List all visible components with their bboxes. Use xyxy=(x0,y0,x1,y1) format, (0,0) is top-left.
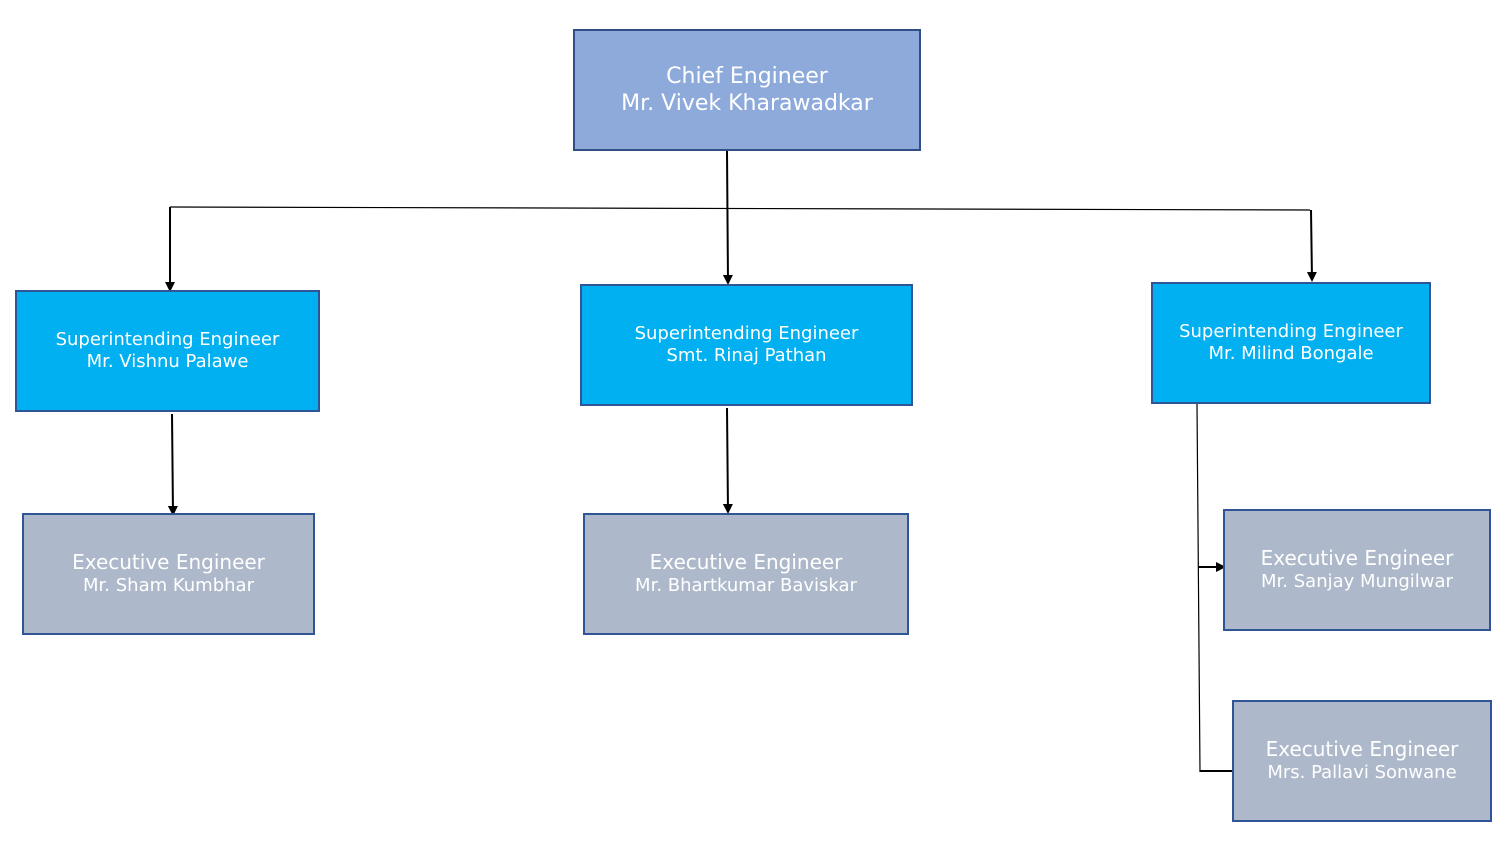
se1-name: Mr. Vishnu Palawe xyxy=(86,351,249,372)
executive-engineer-box-1: Executive Engineer Mr. Sham Kumbhar xyxy=(22,513,315,635)
ee1-role: Executive Engineer xyxy=(72,550,265,575)
connector-chief-to-se2 xyxy=(722,150,733,285)
executive-engineer-box-4: Executive Engineer Mrs. Pallavi Sonwane xyxy=(1232,700,1492,822)
se3-name: Mr. Milind Bongale xyxy=(1208,343,1374,364)
chief-name: Mr. Vivek Kharawadkar xyxy=(621,91,873,116)
executive-engineer-box-3: Executive Engineer Mr. Sanjay Mungilwar xyxy=(1223,509,1491,631)
chief-engineer-box: Chief Engineer Mr. Vivek Kharawadkar xyxy=(573,29,921,151)
ee3-name: Mr. Sanjay Mungilwar xyxy=(1261,571,1453,593)
connector-se3-trunk xyxy=(1196,403,1201,773)
superintending-engineer-box-1: Superintending Engineer Mr. Vishnu Palaw… xyxy=(15,290,320,412)
connector-se2-to-ee2 xyxy=(722,407,733,514)
se1-role: Superintending Engineer xyxy=(55,328,280,350)
ee2-role: Executive Engineer xyxy=(649,550,843,575)
ee4-name: Mrs. Pallavi Sonwane xyxy=(1267,762,1457,784)
superintending-engineer-box-2: Superintending Engineer Smt. Rinaj Patha… xyxy=(580,284,913,406)
se2-role: Superintending Engineer xyxy=(634,322,859,344)
se2-name: Smt. Rinaj Pathan xyxy=(666,345,827,366)
ee3-role: Executive Engineer xyxy=(1260,546,1454,571)
ee1-name: Mr. Sham Kumbhar xyxy=(83,575,254,597)
superintending-engineer-box-3: Superintending Engineer Mr. Milind Bonga… xyxy=(1151,282,1431,404)
ee2-name: Mr. Bhartkumar Baviskar xyxy=(635,575,857,597)
executive-engineer-box-2: Executive Engineer Mr. Bhartkumar Bavisk… xyxy=(583,513,909,635)
se3-role: Superintending Engineer xyxy=(1179,320,1403,342)
ee4-role: Executive Engineer xyxy=(1265,737,1459,762)
connector-bus-to-se3 xyxy=(1306,209,1317,282)
connector-se1-to-ee1 xyxy=(167,413,178,516)
chief-role: Chief Engineer xyxy=(666,63,828,89)
connector-bus xyxy=(169,206,1311,211)
